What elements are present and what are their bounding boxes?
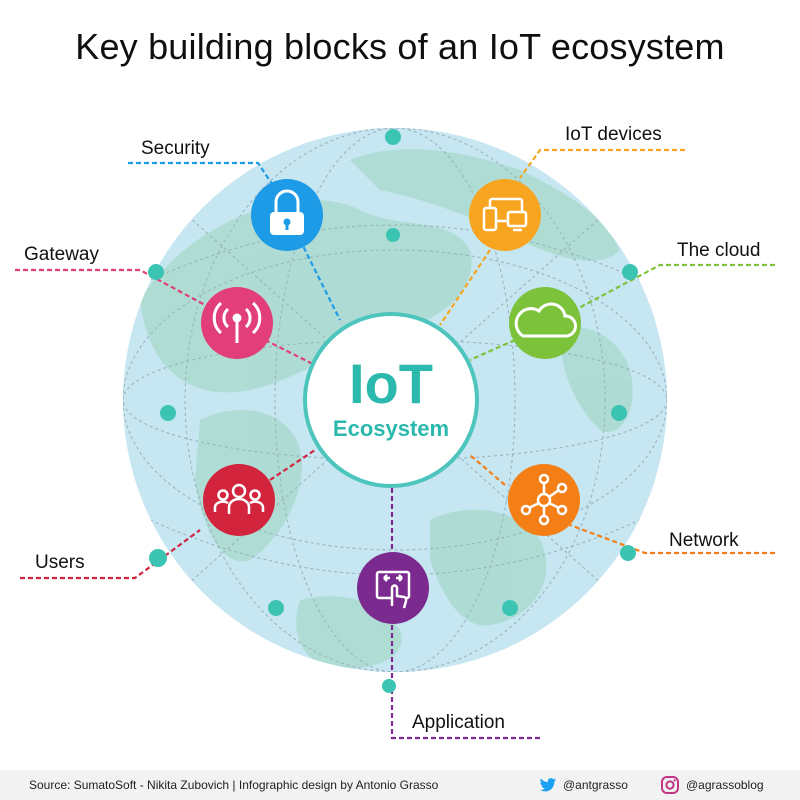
node <box>386 228 400 242</box>
node <box>622 264 638 280</box>
node <box>385 129 401 145</box>
the-cloud-circle <box>509 287 581 359</box>
label-security: Security <box>141 138 210 159</box>
label-network: Network <box>669 530 739 551</box>
block-users <box>203 464 275 536</box>
devices-icon <box>482 197 528 232</box>
hub-title: IoT <box>349 352 433 415</box>
node <box>620 545 636 561</box>
connector-iot-devices <box>439 148 685 326</box>
instagram-icon <box>661 776 679 794</box>
iot-devices-circle <box>469 179 541 251</box>
network-icon <box>520 473 568 526</box>
footer: Source: SumatoSoft - Nikita Zubovich | I… <box>0 770 800 800</box>
iot-ecosystem-hub: IoT Ecosystem <box>303 312 479 488</box>
node <box>382 679 396 693</box>
connector-network <box>469 454 775 555</box>
touch-screen-icon <box>375 570 411 609</box>
block-network <box>508 464 580 536</box>
network-circle <box>508 464 580 536</box>
node <box>149 549 167 567</box>
instagram-handle[interactable]: @agrassoblog <box>686 778 764 792</box>
twitter-handle[interactable]: @antgrasso <box>563 778 628 792</box>
label-the-cloud: The cloud <box>677 240 761 261</box>
label-users: Users <box>35 552 85 573</box>
lock-icon <box>270 189 304 235</box>
cloud-icon <box>514 302 577 338</box>
users-icon <box>213 483 265 514</box>
block-gateway <box>201 287 273 359</box>
block-the-cloud <box>509 287 581 359</box>
source-credit: Source: SumatoSoft - Nikita Zubovich | I… <box>29 778 439 792</box>
block-security <box>251 179 323 251</box>
block-iot-devices <box>469 179 541 251</box>
node <box>502 600 518 616</box>
page-title: Key building blocks of an IoT ecosystem <box>75 26 725 67</box>
connectors <box>15 148 775 740</box>
connector-application <box>390 488 540 740</box>
node <box>611 405 627 421</box>
node <box>148 264 164 280</box>
hub-subtitle: Ecosystem <box>332 416 450 441</box>
label-iot-devices: IoT devices <box>565 124 662 145</box>
label-gateway: Gateway <box>24 244 99 265</box>
block-application <box>357 552 429 624</box>
node <box>268 600 284 616</box>
connector-gateway <box>15 268 316 366</box>
node <box>160 405 176 421</box>
antenna-icon <box>212 301 262 343</box>
connector-users <box>20 449 316 580</box>
twitter-icon <box>540 778 556 792</box>
connector-the-cloud <box>469 263 775 362</box>
label-application: Application <box>412 712 505 733</box>
